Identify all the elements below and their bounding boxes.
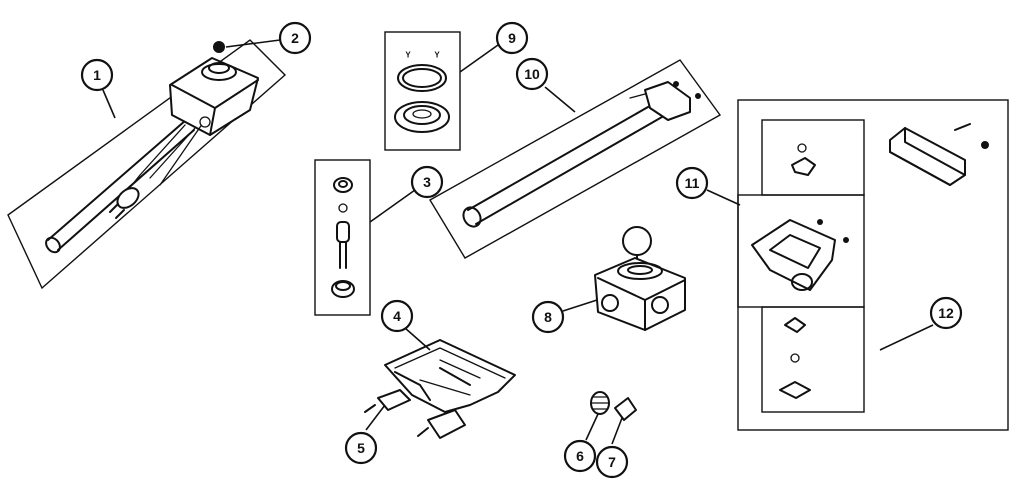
svg-text:5: 5: [357, 440, 365, 456]
leader-9: [459, 44, 499, 73]
leader-5: [365, 404, 386, 431]
part-1-frame: [7, 39, 287, 290]
callout-3: 3: [410, 165, 444, 199]
callout-9: 9: [495, 21, 529, 55]
svg-text:2: 2: [291, 30, 299, 46]
part-1-arm-assembly: [7, 39, 287, 290]
svg-text:7: 7: [608, 454, 616, 470]
svg-text:3: 3: [423, 174, 431, 190]
svg-text:1: 1: [93, 67, 101, 83]
part-4-switch-plate: [364, 339, 516, 439]
leader-12: [879, 324, 934, 351]
part-10-frame: [429, 59, 722, 259]
svg-text:8: 8: [544, 309, 552, 325]
part-2-knob: [213, 41, 225, 53]
leader-10: [544, 86, 576, 113]
callout-4: 4: [380, 299, 414, 333]
part-10-shaft: [429, 59, 722, 259]
leader-2: [225, 39, 281, 48]
part-3-frame: [314, 159, 371, 316]
callout-5: 5: [344, 431, 378, 465]
svg-text:Y: Y: [405, 51, 411, 60]
part-9-seal: [394, 101, 450, 133]
part-11-12-bracket-kit: [737, 99, 1009, 431]
part-3-spring-kit: [314, 159, 371, 316]
leader-lines: [102, 39, 934, 445]
callout-7: 7: [595, 445, 629, 479]
callout-6: 6: [563, 439, 597, 473]
svg-text:10: 10: [524, 66, 540, 82]
part-6-knob: [590, 391, 610, 415]
leader-8: [562, 299, 598, 312]
leader-7: [611, 417, 623, 445]
part-1-connector: [116, 187, 140, 209]
svg-text:4: 4: [393, 308, 401, 324]
part-8-ball: [622, 226, 652, 256]
part-1-housing: [169, 57, 259, 136]
svg-text:6: 6: [576, 448, 584, 464]
part-10-rod: [467, 102, 663, 225]
callout-bubbles: 1 2 3 4 5 6 7 8: [80, 21, 963, 479]
kit-inner-frame-top: [761, 119, 865, 196]
svg-text:12: 12: [938, 305, 954, 321]
leader-6: [585, 413, 599, 441]
part-8-body: [594, 257, 686, 331]
callout-2: 2: [278, 21, 312, 55]
leader-3: [369, 189, 416, 223]
kit-inner-frame-bottom: [761, 306, 865, 413]
part-8-joystick-base: [594, 226, 686, 331]
leader-4: [404, 327, 431, 351]
callout-11: 11: [675, 166, 709, 200]
svg-text:9: 9: [508, 30, 516, 46]
callout-12: 12: [929, 296, 963, 330]
part-9-ring: [397, 64, 447, 92]
part-9-seals: Y Y: [384, 31, 461, 151]
part-9-frame: [384, 31, 461, 151]
svg-text:Y: Y: [434, 51, 440, 60]
leader-11: [706, 189, 741, 206]
leader-1: [102, 89, 116, 119]
svg-text:11: 11: [685, 175, 700, 191]
part-7-cap: [614, 397, 637, 421]
part-10-bracket: [644, 81, 691, 121]
callout-1: 1: [80, 58, 114, 92]
callout-8: 8: [531, 300, 565, 334]
callout-10: 10: [515, 57, 549, 91]
